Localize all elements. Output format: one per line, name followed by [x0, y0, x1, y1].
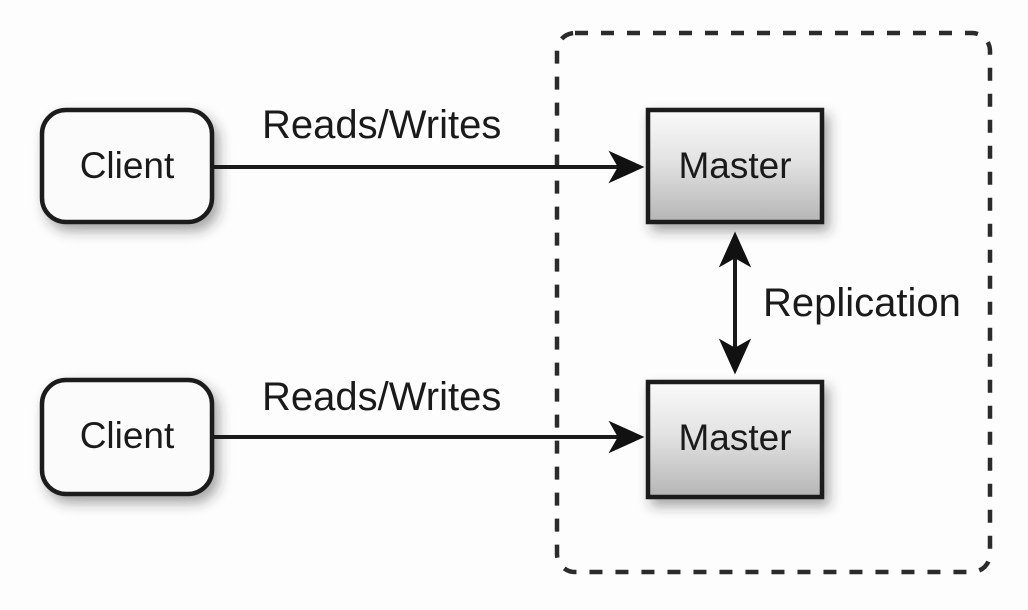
edge-label-reads-writes-top: Reads/Writes: [262, 103, 501, 147]
master-bottom-shape: [645, 379, 825, 500]
client-bottom-label: Client: [80, 415, 175, 456]
node-master-top[interactable]: Master: [645, 107, 825, 225]
edge-label-replication: Replication: [763, 281, 961, 325]
client-top-label: Client: [80, 145, 175, 186]
node-client-top[interactable]: Client: [39, 107, 215, 225]
node-client-bottom[interactable]: Client: [39, 377, 215, 497]
node-master-bottom[interactable]: Master: [645, 379, 825, 500]
edge-label-reads-writes-bottom: Reads/Writes: [262, 375, 501, 419]
master-top-label: Master: [678, 145, 791, 186]
master-top-shape: [645, 107, 825, 225]
replication-group-boundary: [554, 30, 993, 575]
master-bottom-label: Master: [678, 417, 791, 458]
